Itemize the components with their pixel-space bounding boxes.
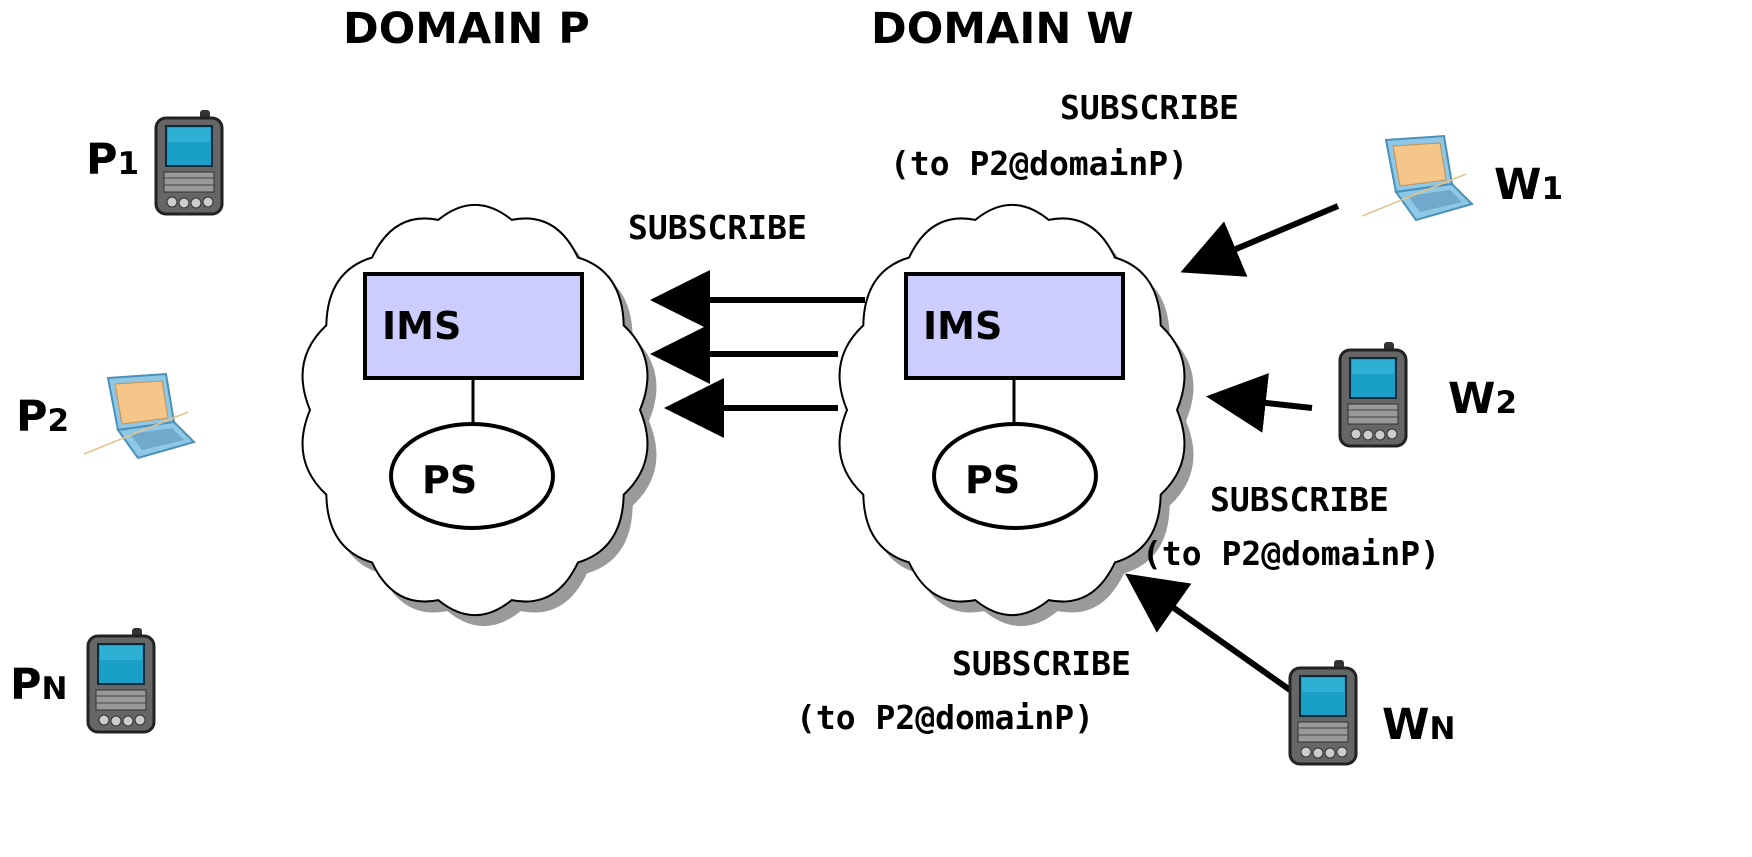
pda-icon — [1338, 340, 1408, 448]
pda-icon — [1288, 658, 1358, 766]
laptop-icon — [83, 373, 195, 459]
ps-ellipse-domain-w — [932, 422, 1098, 530]
w1-subscribe-arrow — [1180, 203, 1340, 277]
ps-ellipse-domain-p — [389, 422, 555, 530]
ims-box-domain-p — [363, 272, 584, 380]
pda-icon — [86, 626, 156, 734]
w2-subscribe-arrow — [1206, 373, 1313, 433]
cloud-domain-p — [301, 203, 649, 617]
wn-subscribe-arrow — [1125, 573, 1292, 693]
cloud-domain-w — [838, 203, 1186, 617]
laptop-icon — [1361, 135, 1473, 221]
ims-box-domain-w — [904, 272, 1125, 380]
pda-icon — [154, 108, 224, 216]
